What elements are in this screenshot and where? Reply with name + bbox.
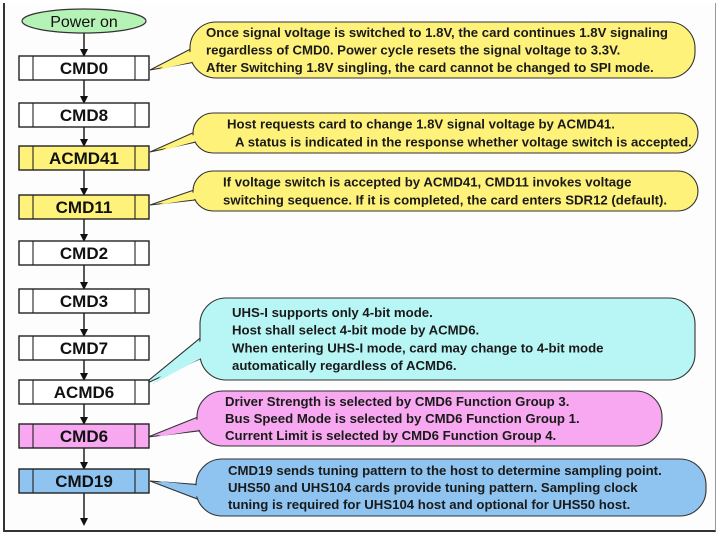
power-on-node: Power on [21, 8, 147, 34]
step-label-cmd7: CMD7 [60, 339, 108, 358]
step-label-cmd2: CMD2 [60, 244, 108, 263]
callout-cmd19: CMD19 sends tuning pattern to the host t… [149, 458, 707, 517]
callout-cmd6-line-2: Bus Speed Mode is selected by CMD6 Funct… [225, 411, 580, 426]
callout-cmd6-line-1: Driver Strength is selected by CMD6 Func… [225, 394, 569, 409]
callout-acmd41-line-2: A status is indicated in the response wh… [235, 135, 692, 150]
step-label-cmd6: CMD6 [60, 427, 108, 446]
step-cmd8: CMD8 [18, 102, 150, 128]
step-label-acmd41: ACMD41 [49, 149, 119, 168]
callout-cmd0-line-3: After Switching 1.8V singling, the card … [206, 60, 654, 75]
step-cmd11: CMD11 [18, 194, 150, 220]
step-label-cmd8: CMD8 [60, 106, 108, 125]
callout-layer: Once signal voltage is switched to 1.8V,… [142, 21, 707, 517]
callout-acmd6-line-3: When entering UHS-I mode, card may chang… [232, 340, 604, 355]
step-label-cmd3: CMD3 [60, 292, 108, 311]
step-acmd41: ACMD41 [18, 145, 150, 171]
callout-cmd0-line-1: Once signal voltage is switched to 1.8V,… [206, 25, 668, 40]
callout-acmd6: UHS-I supports only 4-bit mode. Host shal… [142, 297, 696, 386]
step-layer: Power on CMD0CMD8ACMD41CMD11CMD2CMD3CMD7A… [18, 8, 150, 494]
callout-cmd6-line-3: Current Limit is selected by CMD6 Functi… [225, 428, 556, 443]
callout-acmd6-line-1: UHS-I supports only 4-bit mode. [232, 305, 433, 320]
step-cmd0: CMD0 [18, 55, 150, 81]
step-label-cmd0: CMD0 [60, 59, 108, 78]
callout-acmd6-line-4: automatically regardless of ACMD6. [232, 358, 457, 373]
step-acmd6: ACMD6 [18, 379, 150, 405]
callout-acmd41: Host requests card to change 1.8V signal… [149, 112, 699, 154]
callout-cmd11-line-2: switching sequence. If it is completed, … [223, 193, 667, 208]
callout-cmd19-line-1: CMD19 sends tuning pattern to the host t… [228, 463, 662, 478]
step-cmd3: CMD3 [18, 288, 150, 314]
step-cmd19: CMD19 [18, 468, 150, 494]
callout-cmd0: Once signal voltage is switched to 1.8V,… [149, 21, 696, 79]
callout-cmd19-line-3: tuning is required for UHS104 host and o… [228, 497, 630, 512]
step-cmd6: CMD6 [18, 423, 150, 449]
step-label-cmd19: CMD19 [55, 472, 113, 491]
step-cmd7: CMD7 [18, 335, 150, 361]
callout-cmd6: Driver Strength is selected by CMD6 Func… [147, 390, 663, 447]
callout-acmd6-line-2: Host shall select 4-bit mode by ACMD6. [232, 323, 479, 338]
callout-cmd19-line-2: UHS50 and UHS104 cards provide tuning pa… [228, 480, 638, 495]
power-on-label: Power on [50, 14, 118, 31]
callout-cmd11: If voltage switch is accepted by ACMD41,… [149, 170, 699, 212]
step-label-cmd11: CMD11 [56, 198, 113, 217]
step-label-acmd6: ACMD6 [54, 383, 114, 402]
callout-cmd11-line-1: If voltage switch is accepted by ACMD41,… [223, 175, 631, 190]
callout-acmd41-line-1: Host requests card to change 1.8V signal… [227, 117, 615, 132]
step-cmd2: CMD2 [18, 240, 150, 266]
callout-cmd0-line-2: regardless of CMD0. Power cycle resets t… [206, 43, 620, 58]
